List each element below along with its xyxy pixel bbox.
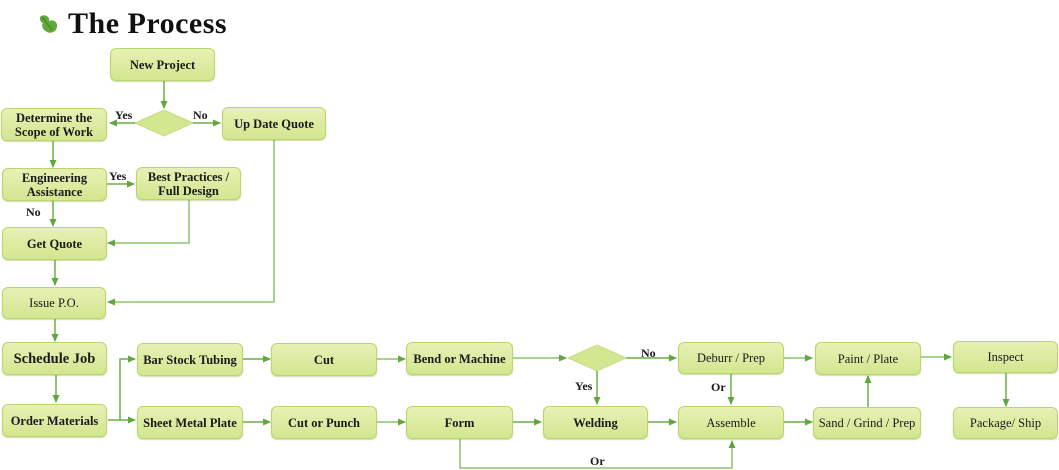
- edge-form-assemble: [459, 439, 736, 469]
- node-form[interactable]: Form: [406, 406, 513, 439]
- label-deburr-or: Or: [711, 380, 726, 394]
- node-sheet-metal-plate[interactable]: Sheet Metal Plate: [137, 406, 243, 439]
- node-get-quote[interactable]: Get Quote: [2, 227, 107, 260]
- label-decision1-no: No: [193, 108, 208, 122]
- node-engineering-assistance[interactable]: Engineering Assistance: [2, 168, 107, 201]
- node-welding[interactable]: Welding: [543, 406, 648, 439]
- node-schedule-job[interactable]: Schedule Job: [2, 342, 107, 375]
- node-assemble[interactable]: Assemble: [678, 406, 784, 439]
- node-bar-stock-tubing[interactable]: Bar Stock Tubing: [137, 343, 243, 376]
- node-best-practices[interactable]: Best Practices / Full Design: [136, 167, 241, 200]
- node-bend-or-machine[interactable]: Bend or Machine: [406, 342, 513, 375]
- edge-update-issuepo: [107, 139, 275, 306]
- node-package-ship[interactable]: Package/ Ship: [953, 407, 1058, 439]
- label-decision2-no: No: [641, 346, 656, 360]
- node-deburr-prep[interactable]: Deburr / Prep: [678, 342, 784, 374]
- title-text: The Process: [68, 7, 228, 40]
- node-paint-plate[interactable]: Paint / Plate: [815, 342, 921, 375]
- page-title: The Process: [38, 4, 227, 44]
- edge-best-getquote: [107, 200, 190, 247]
- node-new-project[interactable]: New Project: [110, 48, 215, 81]
- node-order-materials[interactable]: Order Materials: [2, 404, 107, 437]
- label-decision1-yes: Yes: [115, 108, 133, 122]
- node-issue-po[interactable]: Issue P.O.: [2, 287, 106, 319]
- node-cut[interactable]: Cut: [271, 343, 377, 376]
- leaf-icon: [39, 15, 58, 33]
- label-engineering-no: No: [26, 205, 41, 219]
- edge-order-bar: [119, 355, 136, 420]
- decision-diamond-welding: [566, 344, 628, 372]
- label-decision2-yes: Yes: [575, 379, 593, 393]
- label-engineering-yes: Yes: [109, 169, 127, 183]
- node-update-quote[interactable]: Up Date Quote: [222, 107, 326, 140]
- decision-diamond-quote: [133, 109, 195, 137]
- label-form-or: Or: [590, 454, 605, 468]
- node-scope-of-work[interactable]: Determine the Scope of Work: [1, 108, 107, 141]
- node-inspect[interactable]: Inspect: [953, 341, 1058, 373]
- node-sand-grind-prep[interactable]: Sand / Grind / Prep: [813, 407, 921, 439]
- node-cut-or-punch[interactable]: Cut or Punch: [271, 406, 377, 439]
